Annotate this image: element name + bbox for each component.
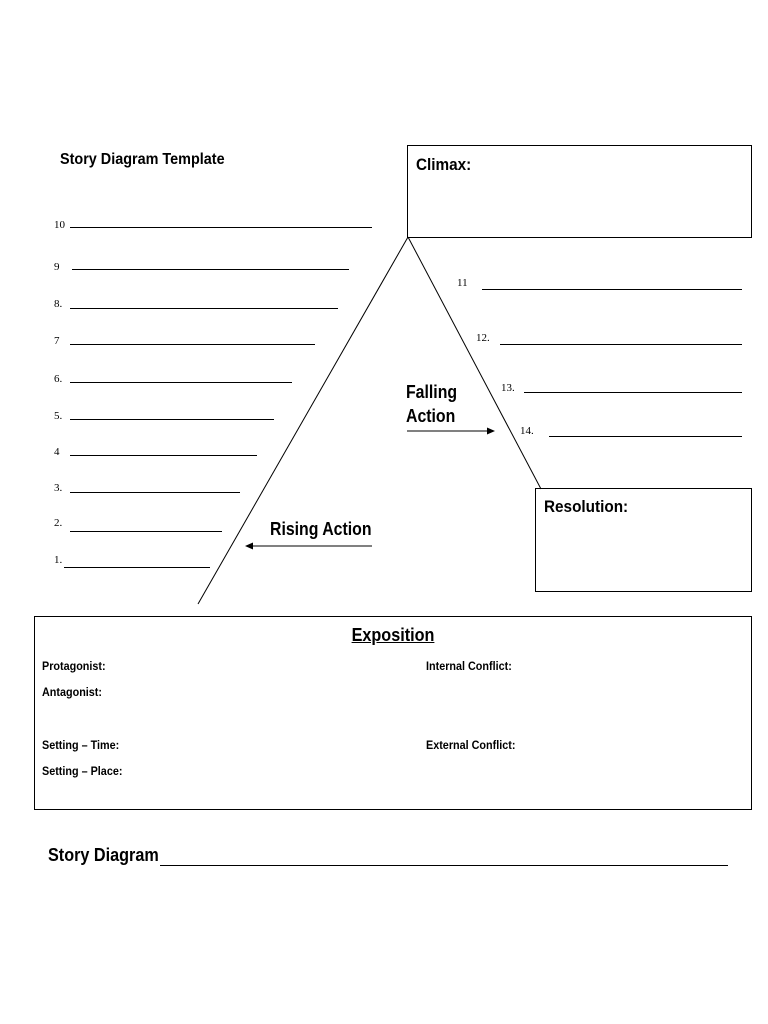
rising-item-line[interactable] — [70, 492, 240, 493]
page-title: Story Diagram Template — [60, 151, 225, 168]
resolution-label: Resolution: — [544, 497, 629, 516]
story-diagram-line[interactable] — [160, 865, 728, 866]
rising-item-number: 8. — [54, 298, 63, 310]
internal-conflict-label: Internal Conflict: — [426, 659, 512, 673]
antagonist-label: Antagonist: — [42, 685, 102, 699]
rising-item-line[interactable] — [72, 269, 349, 270]
setting-place-label: Setting – Place: — [42, 764, 123, 778]
falling-item-line[interactable] — [482, 289, 742, 290]
falling-action-arrowhead — [487, 427, 495, 435]
falling-action-label-line2: Action — [406, 406, 456, 426]
rising-item-line[interactable] — [70, 531, 222, 532]
falling-action-line — [407, 236, 542, 490]
rising-item-number: 9 — [54, 261, 60, 273]
protagonist-label: Protagonist: — [42, 659, 106, 673]
exposition-box[interactable]: Exposition Protagonist: Antagonist: Sett… — [34, 616, 752, 810]
rising-item-number: 6. — [54, 373, 63, 385]
rising-item-number: 2. — [54, 517, 63, 529]
rising-item-number: 3. — [54, 482, 63, 494]
rising-item-number: 10 — [54, 219, 65, 231]
climax-label: Climax: — [416, 155, 472, 174]
falling-item-line[interactable] — [549, 436, 742, 437]
rising-action-label: Rising Action — [270, 519, 372, 539]
rising-action-arrowhead — [245, 542, 253, 550]
rising-item-line[interactable] — [70, 382, 292, 383]
rising-item-line[interactable] — [70, 455, 257, 456]
rising-item-line[interactable] — [70, 344, 315, 345]
rising-item-line[interactable] — [70, 308, 338, 309]
resolution-box[interactable]: Resolution: — [535, 488, 752, 592]
rising-item-line[interactable] — [64, 567, 210, 568]
falling-item-number: 14. — [520, 425, 534, 437]
falling-item-number: 12. — [476, 332, 490, 344]
rising-item-number: 5. — [54, 410, 63, 422]
setting-time-label: Setting – Time: — [42, 738, 120, 752]
climax-box[interactable]: Climax: — [407, 145, 752, 238]
rising-item-number: 1. — [54, 554, 63, 566]
external-conflict-label: External Conflict: — [426, 738, 516, 752]
falling-item-number: 11 — [457, 277, 468, 289]
falling-action-label-line1: Falling — [406, 382, 458, 402]
story-diagram-label: Story Diagram — [48, 845, 159, 865]
exposition-title: Exposition — [351, 625, 435, 645]
rising-item-number: 4 — [54, 446, 60, 458]
rising-item-line[interactable] — [70, 227, 372, 228]
rising-item-number: 7 — [54, 335, 60, 347]
falling-item-line[interactable] — [524, 392, 742, 393]
falling-item-line[interactable] — [500, 344, 742, 345]
rising-action-line — [197, 236, 409, 605]
falling-item-number: 13. — [501, 382, 515, 394]
rising-item-line[interactable] — [70, 419, 274, 420]
